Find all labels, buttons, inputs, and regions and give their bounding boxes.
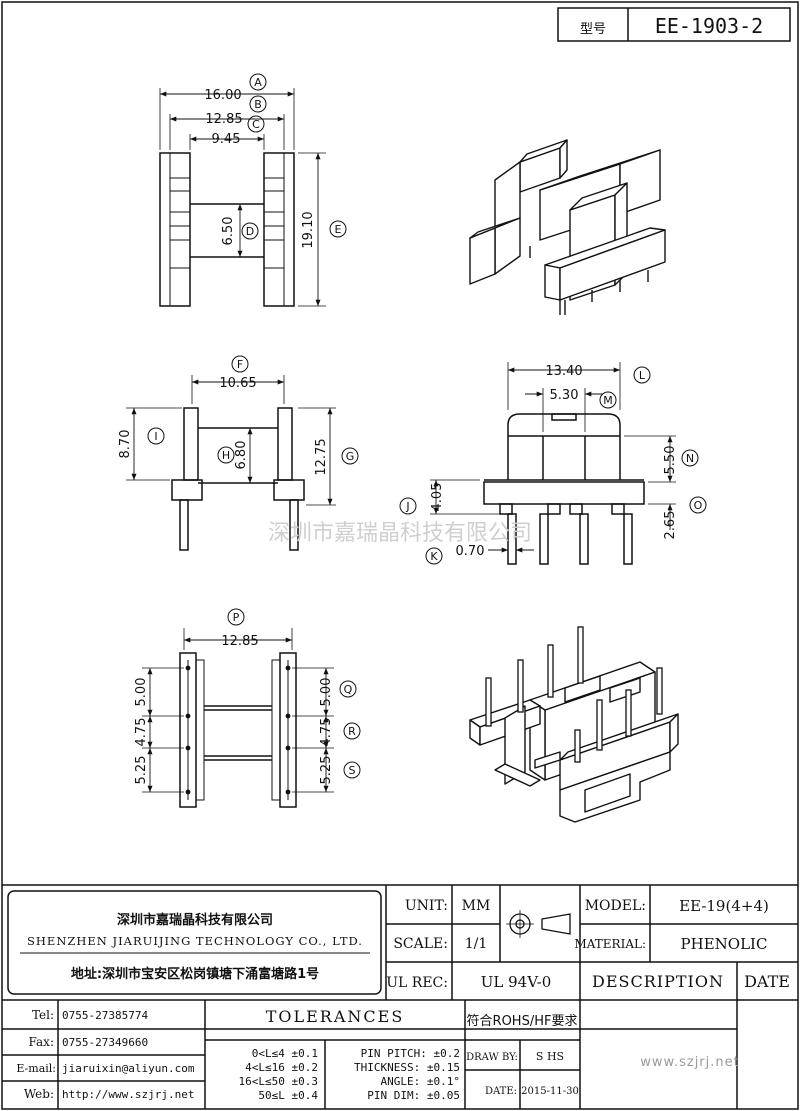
unit-value: MM <box>462 898 491 914</box>
web-value[interactable]: http://www.szjrj.net <box>62 1088 194 1101</box>
company-address: 地址:深圳市宝安区松岗镇塘下涌富塘路1号 <box>71 966 319 982</box>
drawby-label: DRAW BY: <box>466 1052 518 1063</box>
dim-a: 16.00 <box>204 88 241 103</box>
ulrec-value: UL 94V-0 <box>481 973 552 991</box>
website-banner[interactable]: www.szjrj.net <box>640 1055 739 1070</box>
dim-q2: 5.00 <box>319 678 334 707</box>
side-view <box>159 88 326 307</box>
marker-d: D <box>246 225 254 238</box>
scale-label: SCALE: <box>393 936 448 952</box>
marker-e: E <box>335 223 342 236</box>
marker-r: R <box>348 725 356 738</box>
dim-g: 12.75 <box>314 438 329 475</box>
dim-d: 6.50 <box>221 217 236 246</box>
end-view <box>430 362 676 565</box>
isometric-view-top <box>469 139 666 315</box>
model-box-value: EE-1903-2 <box>655 14 763 38</box>
rohs-note: 符合ROHS/HF要求 <box>467 1013 578 1029</box>
front-view <box>126 375 336 551</box>
date-value: 2015-11-30 <box>521 1086 579 1097</box>
email-value[interactable]: jiaruixin@aliyun.com <box>62 1062 195 1075</box>
company-name-en: SHENZHEN JIARUIJING TECHNOLOGY CO., LTD. <box>27 934 363 948</box>
dim-s1: 5.25 <box>134 756 149 785</box>
tolerances-title: TOLERANCES <box>266 1007 405 1026</box>
tel-label: Tel: <box>32 1008 54 1022</box>
dim-m: 5.30 <box>550 388 579 403</box>
dim-l: 13.40 <box>545 364 582 379</box>
marker-s: S <box>349 764 356 777</box>
model-label: MODEL: <box>585 898 646 914</box>
model-box-label: 型号 <box>580 22 606 37</box>
isometric-view-bottom <box>469 661 679 823</box>
material-value: PHENOLIC <box>681 935 768 953</box>
angle: ANGLE: ±0.1° <box>381 1075 460 1088</box>
ulrec-label: UL REC: <box>386 975 448 991</box>
scale-value: 1/1 <box>465 936 488 952</box>
fax-label: Fax: <box>29 1035 54 1049</box>
pin-pitch: PIN PITCH: ±0.2 <box>361 1047 460 1060</box>
company-name-cn: 深圳市嘉瑞晶科技有限公司 <box>117 912 273 928</box>
model-box: 型号 EE-1903-2 <box>557 7 791 42</box>
title-block-frame <box>2 884 798 1109</box>
marker-c: C <box>252 118 260 131</box>
marker-a: A <box>254 76 262 89</box>
dim-r1: 4.75 <box>134 718 149 747</box>
marker-g: G <box>346 450 355 463</box>
marker-h: H <box>222 449 230 462</box>
bottom-view <box>142 628 334 808</box>
marker-j: J <box>405 500 409 513</box>
dim-k: 0.70 <box>456 544 485 559</box>
email-label: E-mail: <box>16 1062 56 1075</box>
pin-dim: PIN DIM: ±0.05 <box>367 1089 460 1102</box>
tolerance-row-1: 0<L≤4 ±0.1 <box>252 1047 318 1060</box>
dim-i: 8.70 <box>118 430 133 459</box>
web-label: Web: <box>24 1087 54 1101</box>
marker-q: Q <box>344 683 353 696</box>
drawby-value: S HS <box>536 1050 564 1063</box>
marker-m: M <box>603 394 613 407</box>
model-value: EE-19(4+4) <box>679 897 769 915</box>
thickness: THICKNESS: ±0.15 <box>354 1061 460 1074</box>
dim-h: 6.80 <box>234 441 249 470</box>
unit-label: UNIT: <box>405 898 448 914</box>
marker-n: N <box>686 452 694 465</box>
dim-r2: 4.75 <box>319 718 334 747</box>
marker-k: K <box>430 550 438 563</box>
dim-j: 4.05 <box>430 483 445 512</box>
dim-s2: 5.25 <box>319 756 334 785</box>
marker-i: I <box>154 430 157 443</box>
dim-q1: 5.00 <box>134 678 149 707</box>
dim-p: 12.85 <box>221 634 258 649</box>
date-label: DATE: <box>485 1086 517 1097</box>
tolerance-row-2: 4<L≤16 ±0.2 <box>245 1061 318 1074</box>
tolerance-row-4: 50≤L ±0.4 <box>258 1089 318 1102</box>
dim-e: 19.10 <box>301 211 316 248</box>
marker-o: O <box>694 499 703 512</box>
dim-n: 5.50 <box>663 446 678 475</box>
tolerance-row-3: 16<L≤50 ±0.3 <box>239 1075 318 1088</box>
dim-o: 2.65 <box>663 511 678 540</box>
description-header: DESCRIPTION <box>592 972 724 991</box>
date-header: DATE <box>744 972 790 991</box>
marker-b: B <box>254 98 262 111</box>
projection-symbol-icon <box>506 910 571 938</box>
tel-value: 0755-27385774 <box>62 1009 148 1022</box>
marker-p: P <box>233 611 240 624</box>
fax-value: 0755-27349660 <box>62 1036 148 1049</box>
dim-f: 10.65 <box>219 376 256 391</box>
dim-b: 12.85 <box>205 112 242 127</box>
watermark-text: 深圳市嘉瑞晶科技有限公司 <box>268 521 532 546</box>
bottom-view-pins <box>485 626 663 763</box>
marker-l: L <box>639 369 646 382</box>
marker-f: F <box>237 358 243 371</box>
dim-c: 9.45 <box>212 132 241 147</box>
material-label: MATERIAL: <box>574 937 646 951</box>
